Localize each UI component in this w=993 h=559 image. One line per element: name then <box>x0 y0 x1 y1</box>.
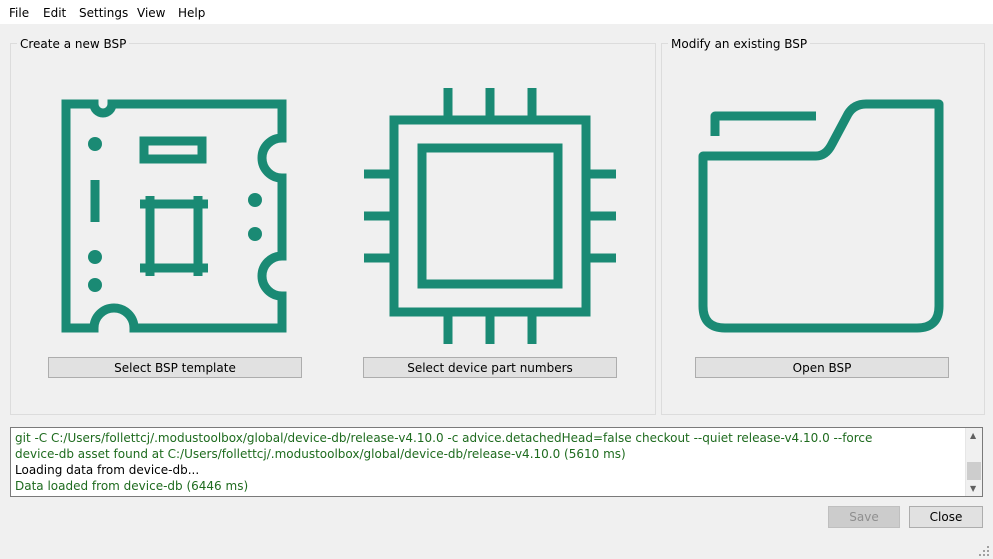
log-line: Data loaded from device-db (6446 ms) <box>15 479 249 493</box>
menu-bar: File Edit Settings View Help <box>0 0 993 25</box>
circuit-board-icon[interactable] <box>58 96 294 336</box>
open-bsp-button[interactable]: Open BSP <box>695 357 949 378</box>
scroll-down-icon[interactable]: ▼ <box>970 484 977 493</box>
scroll-up-icon[interactable]: ▲ <box>970 431 977 440</box>
resize-grip-icon[interactable] <box>978 545 990 557</box>
menu-help[interactable]: Help <box>178 6 206 20</box>
scrollbar-thumb[interactable] <box>967 462 981 480</box>
chip-icon[interactable] <box>364 88 616 344</box>
close-button[interactable]: Close <box>909 506 983 528</box>
log-line: Loading data from device-db... <box>15 463 200 477</box>
select-bsp-template-button[interactable]: Select BSP template <box>48 357 302 378</box>
menu-view[interactable]: View <box>137 6 166 20</box>
log-line: device-db asset found at C:/Users/follet… <box>15 447 626 461</box>
save-button[interactable]: Save <box>828 506 900 528</box>
modify-bsp-title: Modify an existing BSP <box>668 36 811 52</box>
log-scrollbar[interactable]: ▲ ▼ <box>965 428 982 496</box>
menu-file[interactable]: File <box>9 6 30 20</box>
folder-icon[interactable] <box>696 98 948 336</box>
menu-settings[interactable]: Settings <box>79 6 129 20</box>
log-output[interactable]: git -C C:/Users/follettcj/.modustoolbox/… <box>10 427 983 497</box>
log-line: git -C C:/Users/follettcj/.modustoolbox/… <box>15 431 873 445</box>
menu-edit[interactable]: Edit <box>43 6 67 20</box>
select-device-part-numbers-button[interactable]: Select device part numbers <box>363 357 617 378</box>
create-bsp-title: Create a new BSP <box>17 36 130 52</box>
